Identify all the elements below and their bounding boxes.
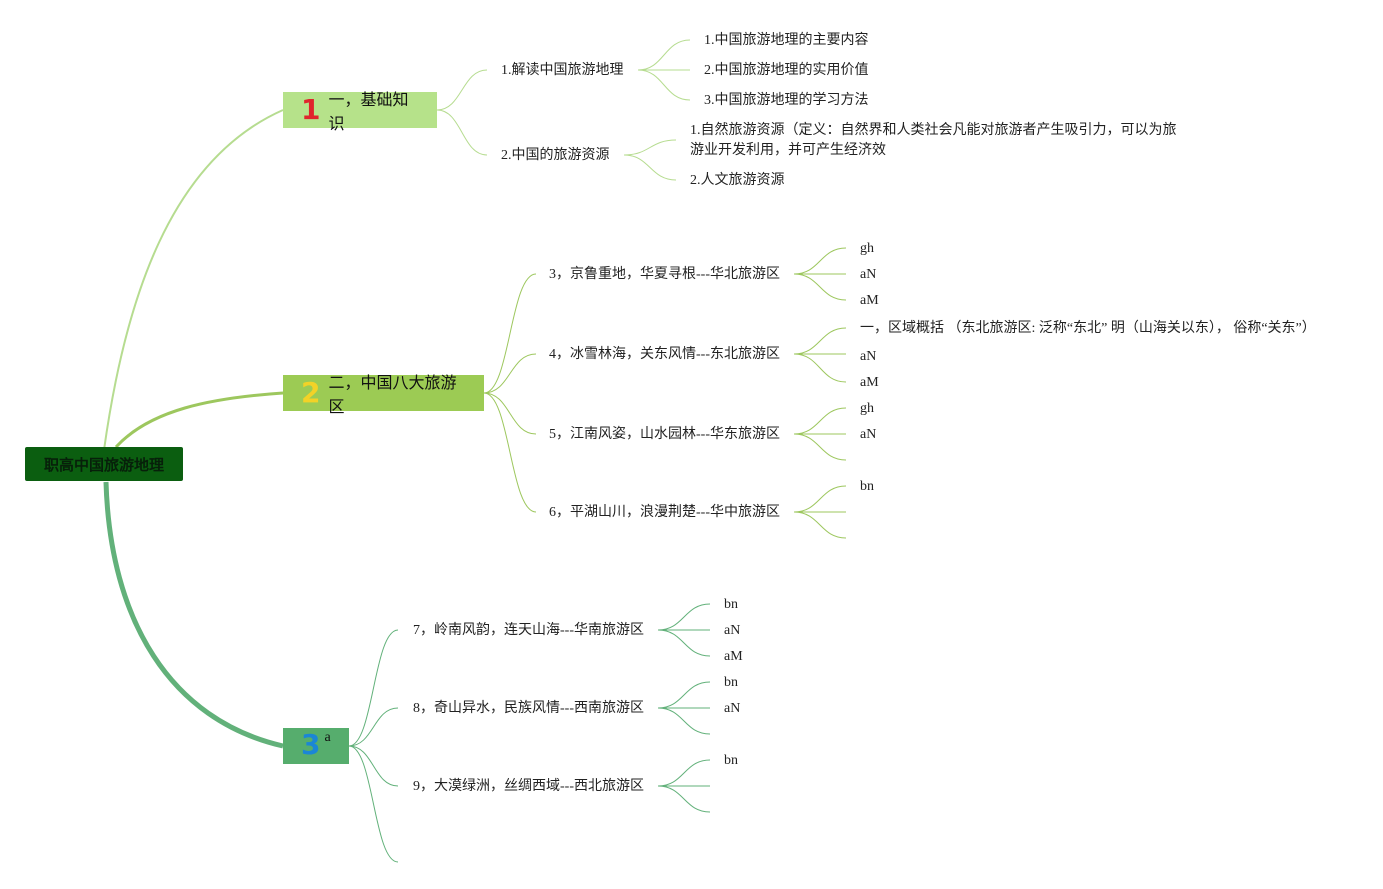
connector-line	[483, 273, 537, 394]
subtopic[interactable]: 7，岭南风韵，连天山海---华南旅游区	[413, 623, 644, 638]
connector-line	[657, 785, 711, 813]
connector-line	[483, 353, 537, 394]
connector-line	[793, 407, 847, 435]
connector-line	[793, 485, 847, 513]
leaf-topic[interactable]: aN	[860, 349, 877, 364]
connector-line	[637, 69, 691, 101]
leaf-topic[interactable]: gh	[860, 241, 874, 256]
main-topic-a[interactable]: 3 a	[283, 728, 349, 764]
leaf-topic[interactable]: aN	[860, 267, 877, 282]
connector-line	[793, 273, 847, 301]
root-topic[interactable]: 职高中国旅游地理	[25, 447, 183, 481]
connector-line	[657, 707, 711, 735]
leaf-topic[interactable]: 1.中国旅游地理的主要内容	[704, 33, 869, 48]
connector-line	[436, 109, 488, 156]
leaf-topic[interactable]: bn	[860, 479, 874, 494]
subtopic[interactable]: 5，江南风姿，山水园林---华东旅游区	[549, 427, 780, 442]
leaf-topic[interactable]: aM	[724, 649, 743, 664]
connector-line	[793, 327, 847, 355]
subtopic[interactable]: 9，大漠绿洲，丝绸西域---西北旅游区	[413, 779, 644, 794]
leaf-topic[interactable]: 1.自然旅游资源（定义：自然界和人类社会凡能对旅游者产生吸引力，可以为旅游业开发…	[690, 123, 1177, 158]
main-topic-label: a	[324, 730, 331, 745]
subtopic[interactable]: 4，冰雪林海，关东风情---东北旅游区	[549, 347, 780, 362]
subtopic[interactable]: 3，京鲁重地，华夏寻根---华北旅游区	[549, 267, 780, 282]
leaf-topic[interactable]: gh	[860, 401, 874, 416]
connector-line	[657, 681, 711, 709]
leaf-topic[interactable]: aM	[860, 375, 879, 390]
connector-line	[436, 69, 488, 111]
leaf-topic[interactable]: aN	[724, 623, 741, 638]
number-badge-1: 1	[301, 93, 321, 126]
leaf-topic[interactable]: 2.人文旅游资源	[690, 173, 785, 188]
connector-line	[483, 392, 537, 435]
main-topic-eight-regions[interactable]: 2 二，中国八大旅游区	[283, 373, 484, 416]
main-topic-basics[interactable]: 1 一，基础知识	[283, 90, 437, 133]
connector-line	[793, 247, 847, 275]
connector-line	[637, 39, 691, 71]
subtopic[interactable]: 6，平湖山川，浪漫荆楚---华中旅游区	[549, 505, 780, 520]
connector-line	[348, 707, 399, 747]
connector-line	[623, 154, 677, 181]
connector-line	[657, 603, 711, 631]
number-badge-2: 2	[301, 376, 321, 409]
subtopic[interactable]: 1.解读中国旅游地理	[501, 63, 624, 78]
leaf-topic[interactable]: 3.中国旅游地理的学习方法	[704, 93, 869, 108]
connector-line	[348, 745, 399, 787]
connector-line	[793, 433, 847, 461]
connector-line	[623, 139, 677, 156]
main-topic-label: 一，基础知识	[328, 90, 409, 133]
main-branch-line	[103, 481, 284, 749]
connector-line	[483, 392, 537, 513]
leaf-topic[interactable]: aN	[860, 427, 877, 442]
leaf-topic[interactable]: bn	[724, 753, 738, 768]
connector-line	[348, 745, 399, 863]
connector-line	[348, 629, 399, 747]
connector-line	[657, 629, 711, 657]
leaf-topic[interactable]: bn	[724, 675, 738, 690]
leaf-topic[interactable]: 2.中国旅游地理的实用价值	[704, 63, 869, 78]
main-branch-line	[103, 109, 284, 451]
connector-line	[793, 353, 847, 383]
subtopic[interactable]: 2.中国的旅游资源	[501, 148, 610, 163]
connector-line	[793, 511, 847, 539]
leaf-topic[interactable]: aM	[860, 293, 879, 308]
leaf-topic[interactable]: bn	[724, 597, 738, 612]
subtopic[interactable]: 8，奇山异水，民族风情---西南旅游区	[413, 701, 644, 716]
connector-line	[657, 759, 711, 787]
leaf-topic[interactable]: 一，区域概括 （东北旅游区: 泛称“东北” 明（山海关以东）， 俗称“关东”）	[860, 321, 1316, 336]
main-topic-label: 二，中国八大旅游区	[328, 373, 457, 416]
number-badge-3: 3	[301, 728, 321, 761]
leaf-topic[interactable]: aN	[724, 701, 741, 716]
main-branch-line	[114, 391, 284, 449]
